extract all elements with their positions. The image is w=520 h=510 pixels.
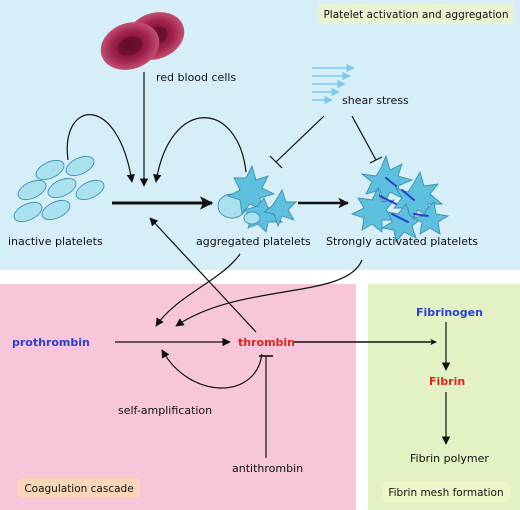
thrombin-label: thrombin	[238, 336, 295, 349]
shear-stress-label: shear stress	[342, 94, 409, 107]
prothrombin-label: prothrombin	[12, 336, 90, 349]
fibrin-polymer-label: Fibrin polymer	[410, 452, 489, 465]
svg-text:Coagulation cascade: Coagulation cascade	[24, 483, 133, 495]
fibrin-label: Fibrin	[429, 375, 465, 388]
fibrin-section	[368, 284, 520, 510]
self-amplification-label: self-amplification	[118, 404, 212, 417]
platelet-section	[0, 0, 520, 270]
activated-platelets-links	[379, 177, 429, 223]
coagulation-section-title: Coagulation cascade	[18, 478, 140, 498]
fibrinogen-label: Fibrinogen	[416, 306, 483, 319]
strongly-activated-platelets-label: Strongly activated platelets	[326, 235, 478, 248]
shear-inhibit-aggregated	[275, 115, 325, 163]
svg-text:Fibrin mesh formation: Fibrin mesh formation	[388, 487, 503, 499]
platelet-section-title: Platelet activation and aggregation	[318, 4, 514, 24]
coagulation-section	[0, 284, 356, 510]
shear-inhibit-activated-bar	[369, 156, 383, 164]
inactive-feedback-arrow	[66, 114, 135, 183]
self-amplification-arrow	[161, 349, 263, 389]
red-blood-cells-label: red blood cells	[156, 71, 236, 84]
antithrombin-label: antithrombin	[232, 462, 303, 475]
fibrin-section-title: Fibrin mesh formation	[382, 482, 510, 502]
aggregated-platelets-label: aggregated platelets	[196, 235, 311, 248]
aggregated-feedback-arrow	[153, 117, 247, 183]
inactive-platelets-label: inactive platelets	[8, 235, 103, 248]
inactive-platelets-icon	[13, 155, 105, 223]
activated-to-cascade-arrow	[175, 259, 363, 327]
aggregated-to-cascade-arrow	[155, 253, 241, 327]
shear-inhibit-aggregated-bar	[269, 155, 283, 169]
svg-text:Platelet activation and aggreg: Platelet activation and aggregation	[323, 9, 508, 21]
shear-inhibit-activated	[351, 115, 377, 161]
thrombin-to-platelets-arrow	[149, 217, 257, 333]
shear-stress-icon	[312, 63, 355, 105]
aggregated-platelets-icon	[217, 164, 298, 233]
red-blood-cells-icon	[100, 12, 185, 70]
